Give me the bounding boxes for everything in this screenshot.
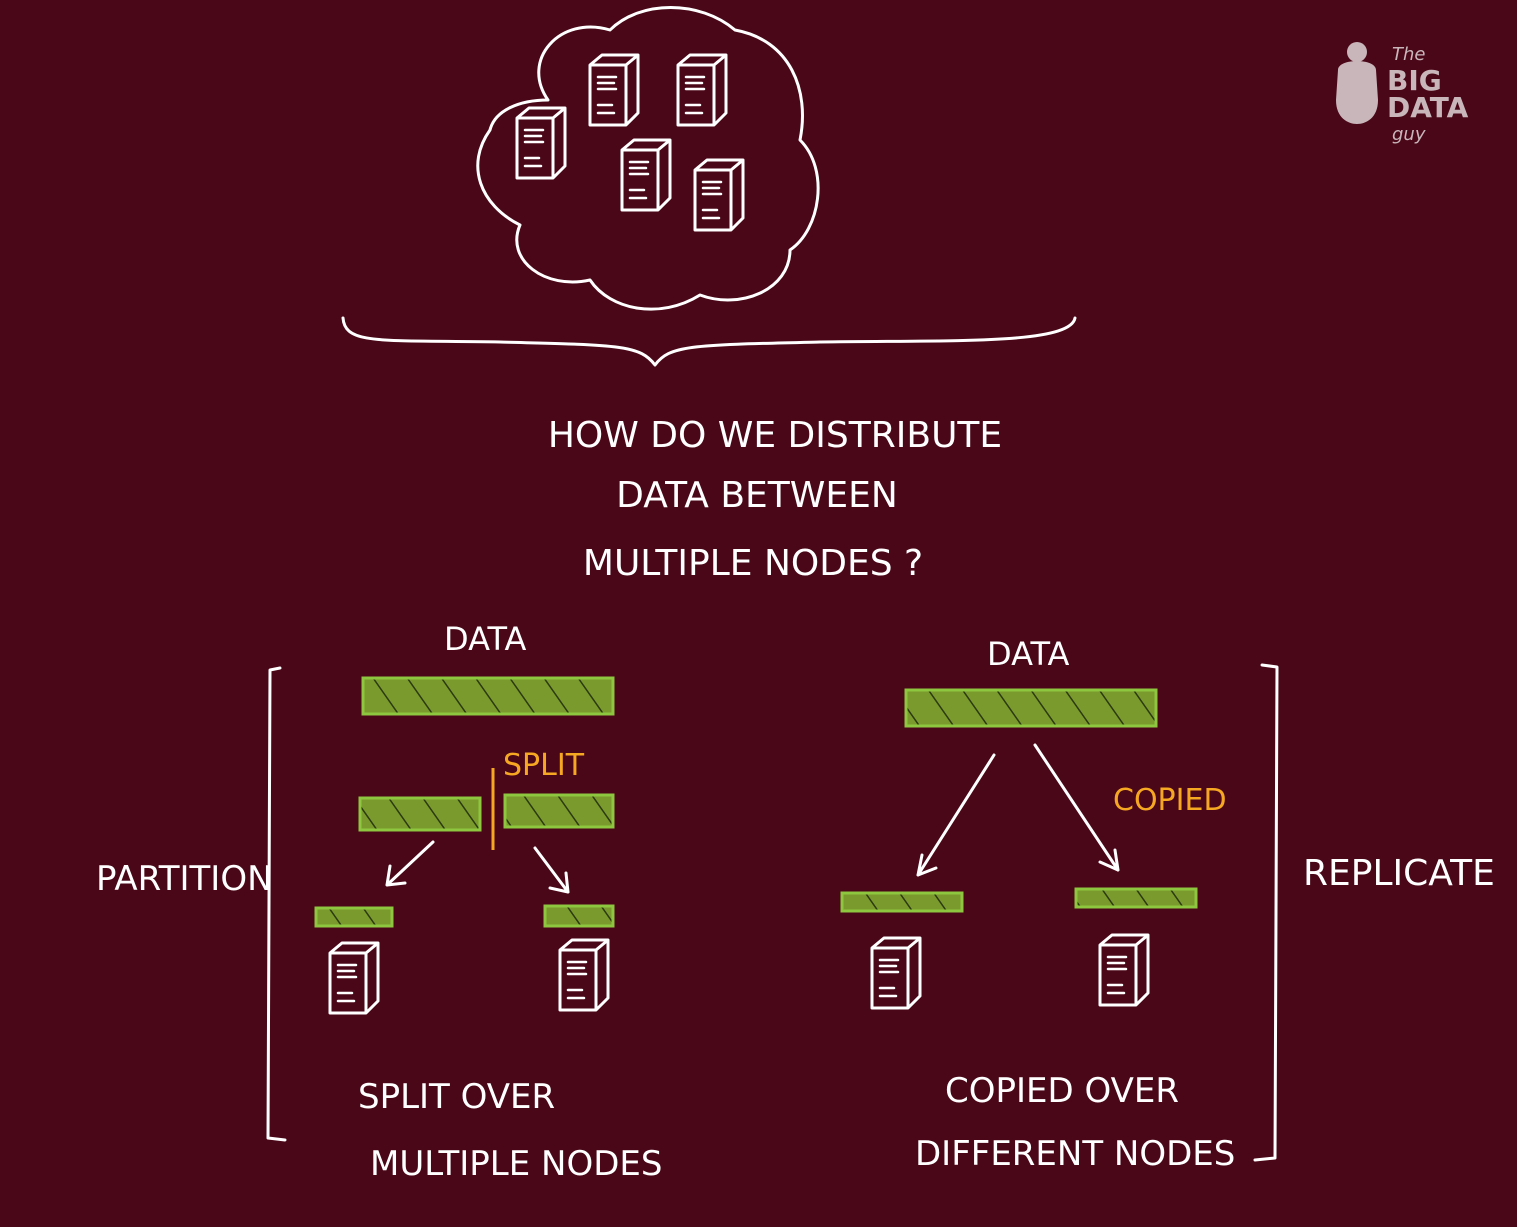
replicate-caption-line-2: DIFFERENT NODES <box>915 1134 1235 1174</box>
copied-label: COPIED <box>1113 783 1227 818</box>
partition-half-block-right <box>503 793 615 829</box>
replicate-data-block <box>904 688 1158 728</box>
server-icon <box>693 158 745 232</box>
arrow-icon <box>916 753 996 877</box>
arrow-icon <box>385 840 435 887</box>
cloud-servers <box>515 53 745 232</box>
partition-node-block-right <box>543 904 615 928</box>
question-line-2: DATA BETWEEN <box>616 475 898 516</box>
replicate-side-label: REPLICATE <box>1303 853 1495 894</box>
bearded-face-icon <box>1336 42 1378 124</box>
logo-line-4: guy <box>1392 124 1426 145</box>
server-icon <box>328 941 380 1015</box>
square-bracket-icon <box>266 666 287 1142</box>
square-bracket-icon <box>1253 663 1279 1162</box>
replicate-data-label: DATA <box>987 635 1070 673</box>
server-icon <box>620 138 672 212</box>
server-icon <box>676 53 728 127</box>
server-icon <box>515 106 567 180</box>
server-icon <box>870 936 922 1010</box>
server-icon <box>558 938 610 1012</box>
partition-node-block-left <box>314 906 394 928</box>
logo-line-3: DATA <box>1387 91 1469 124</box>
cloud-icon <box>476 6 820 311</box>
replicate-caption-line-1: COPIED OVER <box>945 1071 1179 1111</box>
brand-logo: The BIG DATA guy <box>1336 42 1469 145</box>
partition-data-label: DATA <box>444 620 527 658</box>
split-label: SPLIT <box>503 748 585 783</box>
question-line-1: HOW DO WE DISTRIBUTE <box>548 415 1002 456</box>
partition-data-block <box>361 676 615 716</box>
replicate-node-block-right <box>1074 887 1198 909</box>
logo-line-1: The <box>1392 44 1425 65</box>
logo-line-2: BIG <box>1387 64 1442 97</box>
arrow-icon <box>1033 743 1120 872</box>
partition-caption-line-2: MULTIPLE NODES <box>370 1144 662 1184</box>
replicate-node-block-left <box>840 891 964 913</box>
arrow-icon <box>533 846 570 894</box>
server-icon <box>588 53 640 127</box>
partition-half-block-left <box>358 796 482 832</box>
partition-caption-line-1: SPLIT OVER <box>358 1077 555 1117</box>
partition-side-label: PARTITION <box>96 859 273 899</box>
curly-brace-icon <box>341 316 1077 367</box>
server-icon <box>1098 933 1150 1007</box>
question-line-3: MULTIPLE NODES ? <box>583 543 923 584</box>
